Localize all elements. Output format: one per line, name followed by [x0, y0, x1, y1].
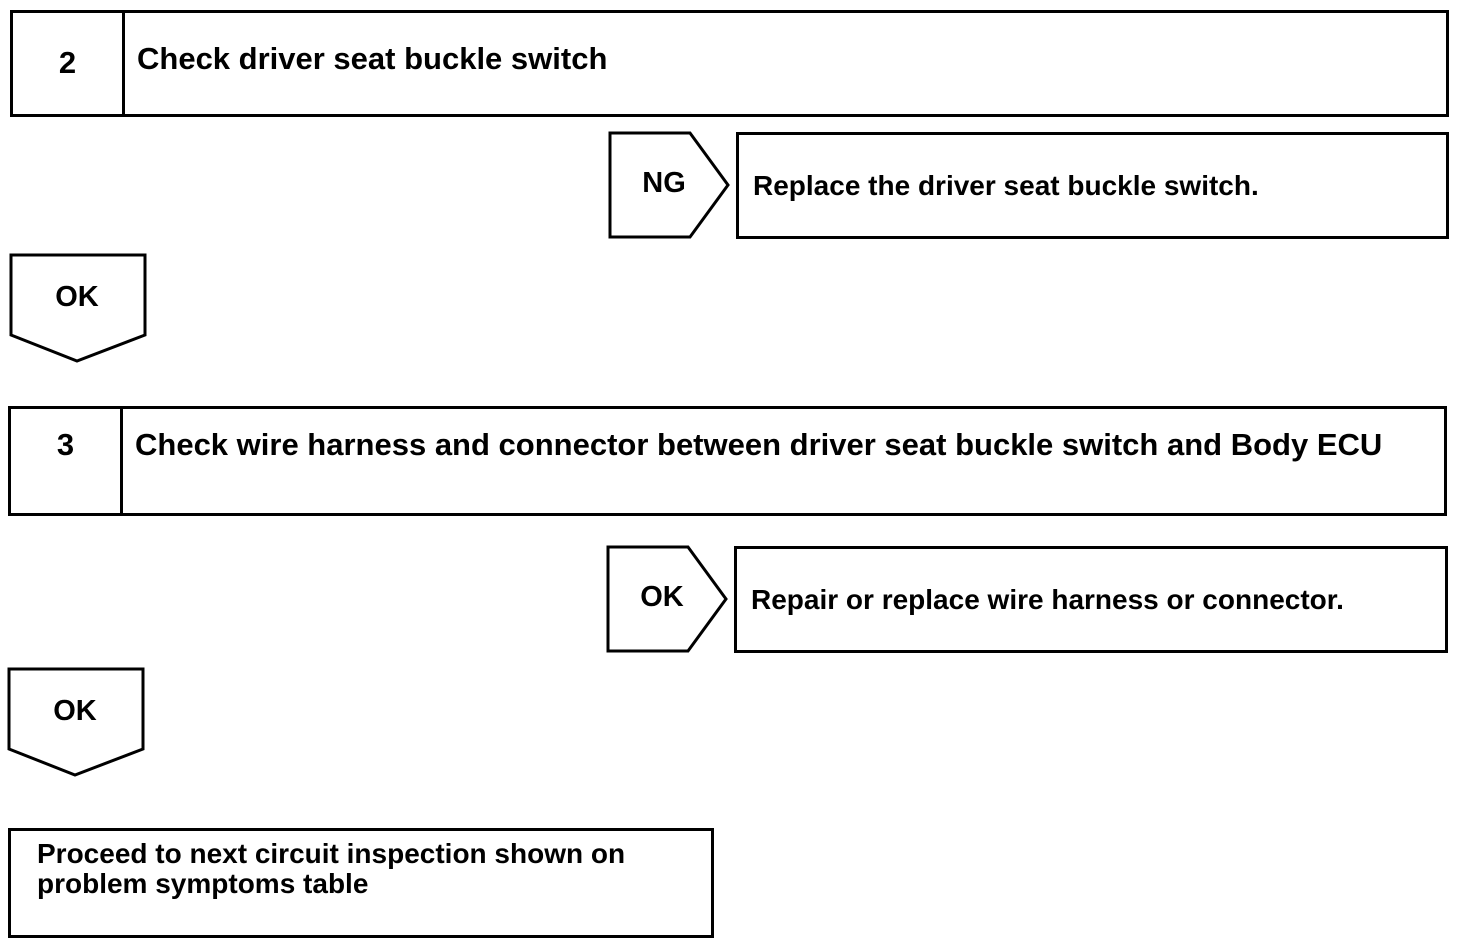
- ok-result-text: Repair or replace wire harness or connec…: [751, 584, 1344, 615]
- ok-flow-label-2: OK: [53, 695, 97, 727]
- down-pentagon-arrow-icon: [7, 667, 145, 777]
- ng-result-text: Replace the driver seat buckle switch.: [753, 170, 1259, 201]
- step-2-box: 2 Check driver seat buckle switch: [10, 10, 1449, 117]
- ok-flow-arrow-1: OK: [9, 253, 149, 365]
- final-instruction-box: Proceed to next circuit inspection shown…: [8, 828, 714, 938]
- down-pentagon-arrow-icon: [9, 253, 147, 363]
- step-2-number: 2: [13, 13, 125, 114]
- ng-branch-label: NG: [642, 167, 686, 199]
- step-3-number: 3: [11, 409, 123, 513]
- ng-result-box: Replace the driver seat buckle switch.: [736, 132, 1449, 239]
- final-instruction-text: Proceed to next circuit inspection shown…: [37, 838, 626, 899]
- step-2-title: Check driver seat buckle switch: [137, 41, 608, 76]
- ng-branch-arrow: NG: [608, 131, 732, 239]
- ok-result-box: Repair or replace wire harness or connec…: [734, 546, 1448, 653]
- ok-branch-label: OK: [640, 581, 684, 613]
- right-pentagon-arrow-icon: [608, 131, 730, 239]
- right-pentagon-arrow-icon: [606, 545, 728, 653]
- step-3-title: Check wire harness and connector between…: [135, 427, 1383, 462]
- ok-flow-label-1: OK: [55, 281, 99, 313]
- step-3-box: 3 Check wire harness and connector betwe…: [8, 406, 1447, 516]
- ok-branch-arrow: OK: [606, 545, 730, 653]
- ok-flow-arrow-2: OK: [7, 667, 147, 779]
